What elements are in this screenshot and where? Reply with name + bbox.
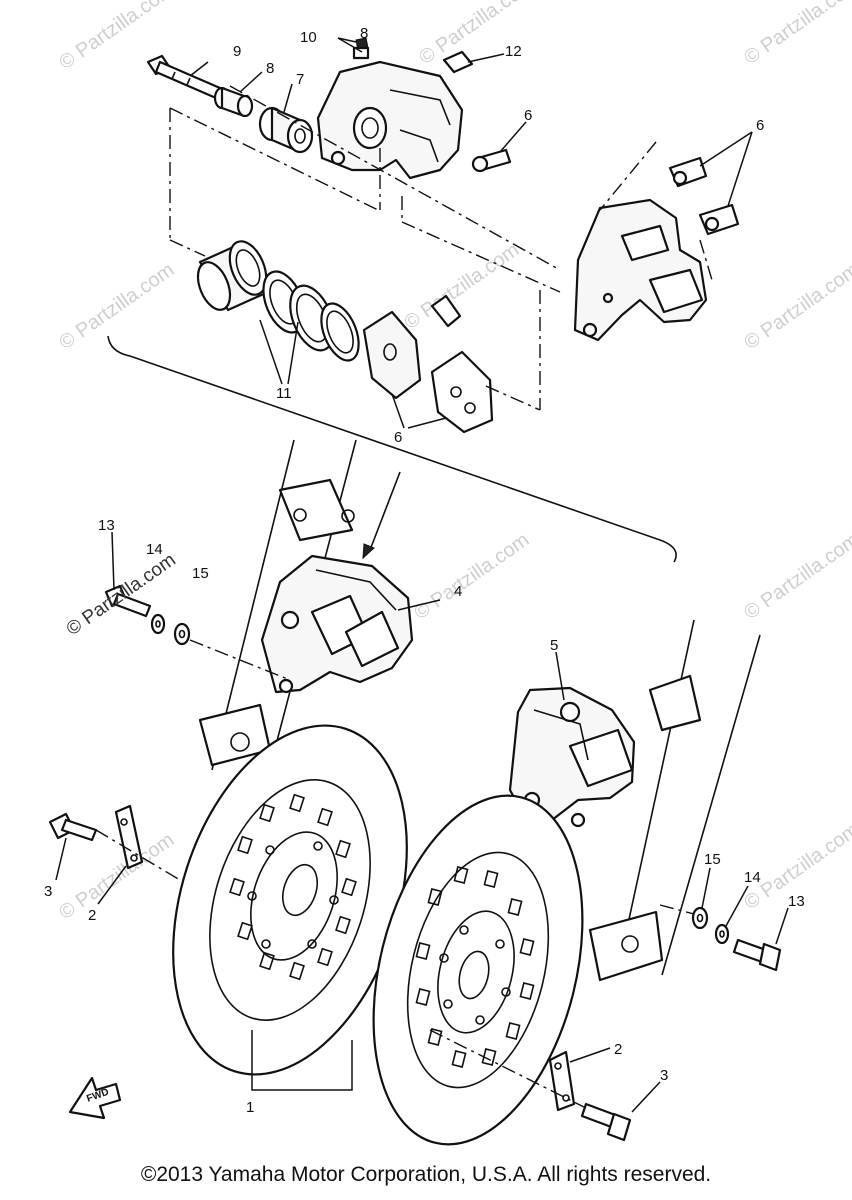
callout-1: 1: [246, 1099, 254, 1116]
guide-left-disc: [95, 829, 181, 881]
callout-13: 13: [788, 893, 805, 910]
callout-8: 8: [266, 60, 274, 77]
callout-7: 7: [296, 71, 304, 88]
piston-and-seals-11: [196, 240, 360, 362]
callout-15: 15: [192, 565, 209, 582]
watermark: © Partzilla.com: [740, 529, 852, 624]
clip-12: [442, 50, 474, 74]
callout-3: 3: [660, 1067, 668, 1084]
bolt-13-right: [732, 938, 782, 972]
sleeve-8: [213, 86, 254, 118]
callout-5: 5: [550, 637, 558, 654]
caliper-left-4: [260, 554, 414, 694]
disc-right-bolt-holes: [439, 925, 511, 1025]
callout-2: 2: [614, 1041, 622, 1058]
callout-labels: 10 8 9 8 7 12 6 6 11 6 13 14 15 4 5 3 2 …: [44, 25, 805, 1116]
callout-4: 4: [454, 583, 462, 600]
caliper-exploded-group: [146, 37, 740, 434]
callout-14: 14: [146, 541, 163, 558]
fwd-arrow-icon: FWD: [68, 1076, 122, 1120]
pad-pins-6: [668, 156, 740, 236]
lock-plate-2-left: [114, 804, 144, 870]
assembly-bracket-line: [107, 335, 677, 563]
watermark: © Partzilla.com: [740, 0, 852, 69]
brake-disc-right: [372, 794, 584, 1146]
lock-plate-2-right: [548, 1050, 576, 1112]
disc-left-vents: [229, 793, 357, 981]
callout-3: 3: [44, 883, 52, 900]
guide-right-disc: [429, 1029, 587, 1109]
bolt-13-left: [104, 584, 152, 618]
washer-15-right: [691, 906, 709, 930]
disc-left-bolt-holes: [247, 841, 339, 949]
assembly-guide-lines: [169, 85, 713, 411]
watermark: © Partzilla.com: [400, 239, 523, 334]
copyright-notice: ©2013 Yamaha Motor Corporation, U.S.A. A…: [140, 1163, 712, 1186]
callout-12: 12: [505, 43, 522, 60]
callout-15: 15: [704, 851, 721, 868]
callout-2: 2: [88, 907, 96, 924]
brake-pads-6: [362, 294, 494, 434]
callout-6: 6: [394, 429, 402, 446]
caliper-bracket: [573, 198, 708, 342]
bolt-3-right: [580, 1102, 632, 1142]
watermark: © Partzilla.com: [55, 829, 178, 924]
washer-14-right: [714, 923, 730, 945]
brake-disc-left: [172, 724, 408, 1076]
screw-6: [471, 148, 512, 173]
bleeder-screw: [352, 37, 370, 60]
guide-right-bolt: [659, 904, 695, 915]
disc-pair-bracket: [251, 1030, 353, 1091]
install-arrow: [362, 471, 401, 560]
callout-9: 9: [233, 43, 241, 60]
boot-7: [258, 106, 314, 154]
fork-right: [588, 619, 761, 982]
caliper-body-exploded: [316, 60, 464, 180]
watermark: © Partzilla.com: [410, 529, 533, 624]
fork-left: [198, 439, 357, 771]
callout-6: 6: [756, 117, 764, 134]
callout-10: 10: [300, 29, 317, 46]
bolt-3-left: [48, 812, 98, 842]
watermark: © Partzilla.com: [740, 259, 852, 354]
callout-11: 11: [276, 385, 292, 402]
caliper-right-5: [508, 686, 636, 828]
callout-8: 8: [360, 25, 368, 42]
callout-14: 14: [744, 869, 761, 886]
bolt-9: [146, 54, 222, 100]
guide-left-bolt: [189, 639, 291, 681]
washer-15-left: [173, 622, 191, 646]
leader-lines: [55, 37, 789, 1113]
disc-right-vents: [415, 866, 535, 1068]
callout-6: 6: [524, 107, 532, 124]
watermark: © Partzilla.com: [55, 259, 178, 354]
callout-13: 13: [98, 517, 115, 534]
washer-14-left: [150, 613, 166, 635]
